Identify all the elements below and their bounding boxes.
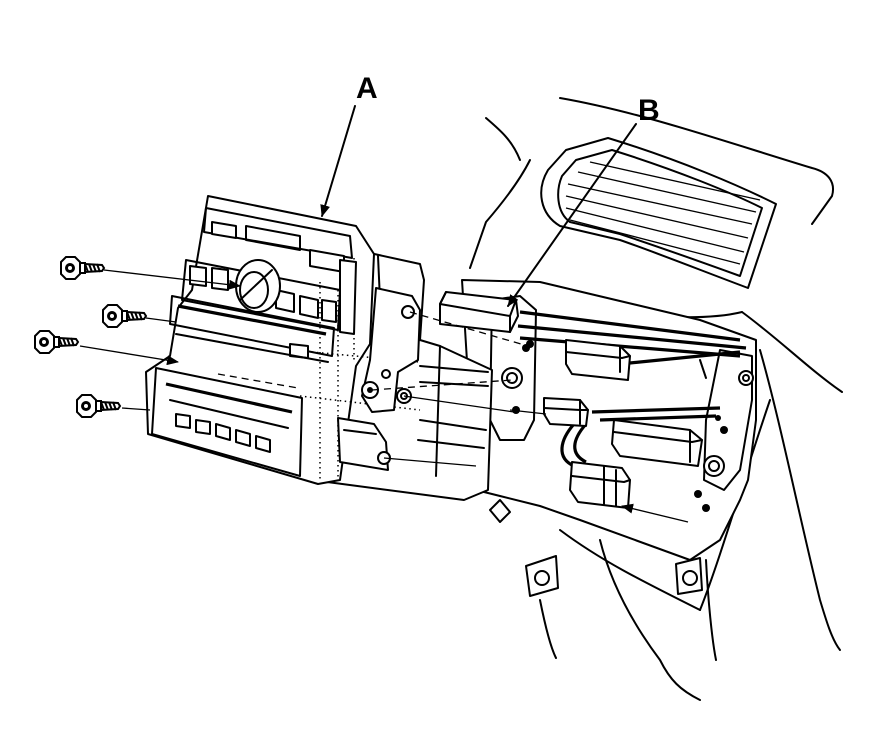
audio-unit <box>145 195 493 501</box>
callout-b: B <box>507 94 660 307</box>
connector-right <box>611 419 703 467</box>
connector-middle <box>543 397 589 427</box>
insertion-arrow <box>621 503 689 523</box>
callout-a-label: A <box>356 72 378 105</box>
air-vent <box>540 137 777 289</box>
alignment-lines <box>371 311 547 467</box>
mounting-screw-4 <box>76 394 151 418</box>
connector-lower <box>569 461 631 509</box>
mounting-screw-2 <box>102 304 177 328</box>
connector-b <box>439 291 519 333</box>
audio-unit-bracket <box>337 259 421 471</box>
mounting-screw-1 <box>60 256 241 290</box>
dash-screws <box>512 340 728 512</box>
callout-b-label: B <box>638 94 660 127</box>
mounting-screw-3 <box>34 330 179 366</box>
connector-upper-right <box>565 339 631 381</box>
callout-a: A <box>320 72 378 217</box>
